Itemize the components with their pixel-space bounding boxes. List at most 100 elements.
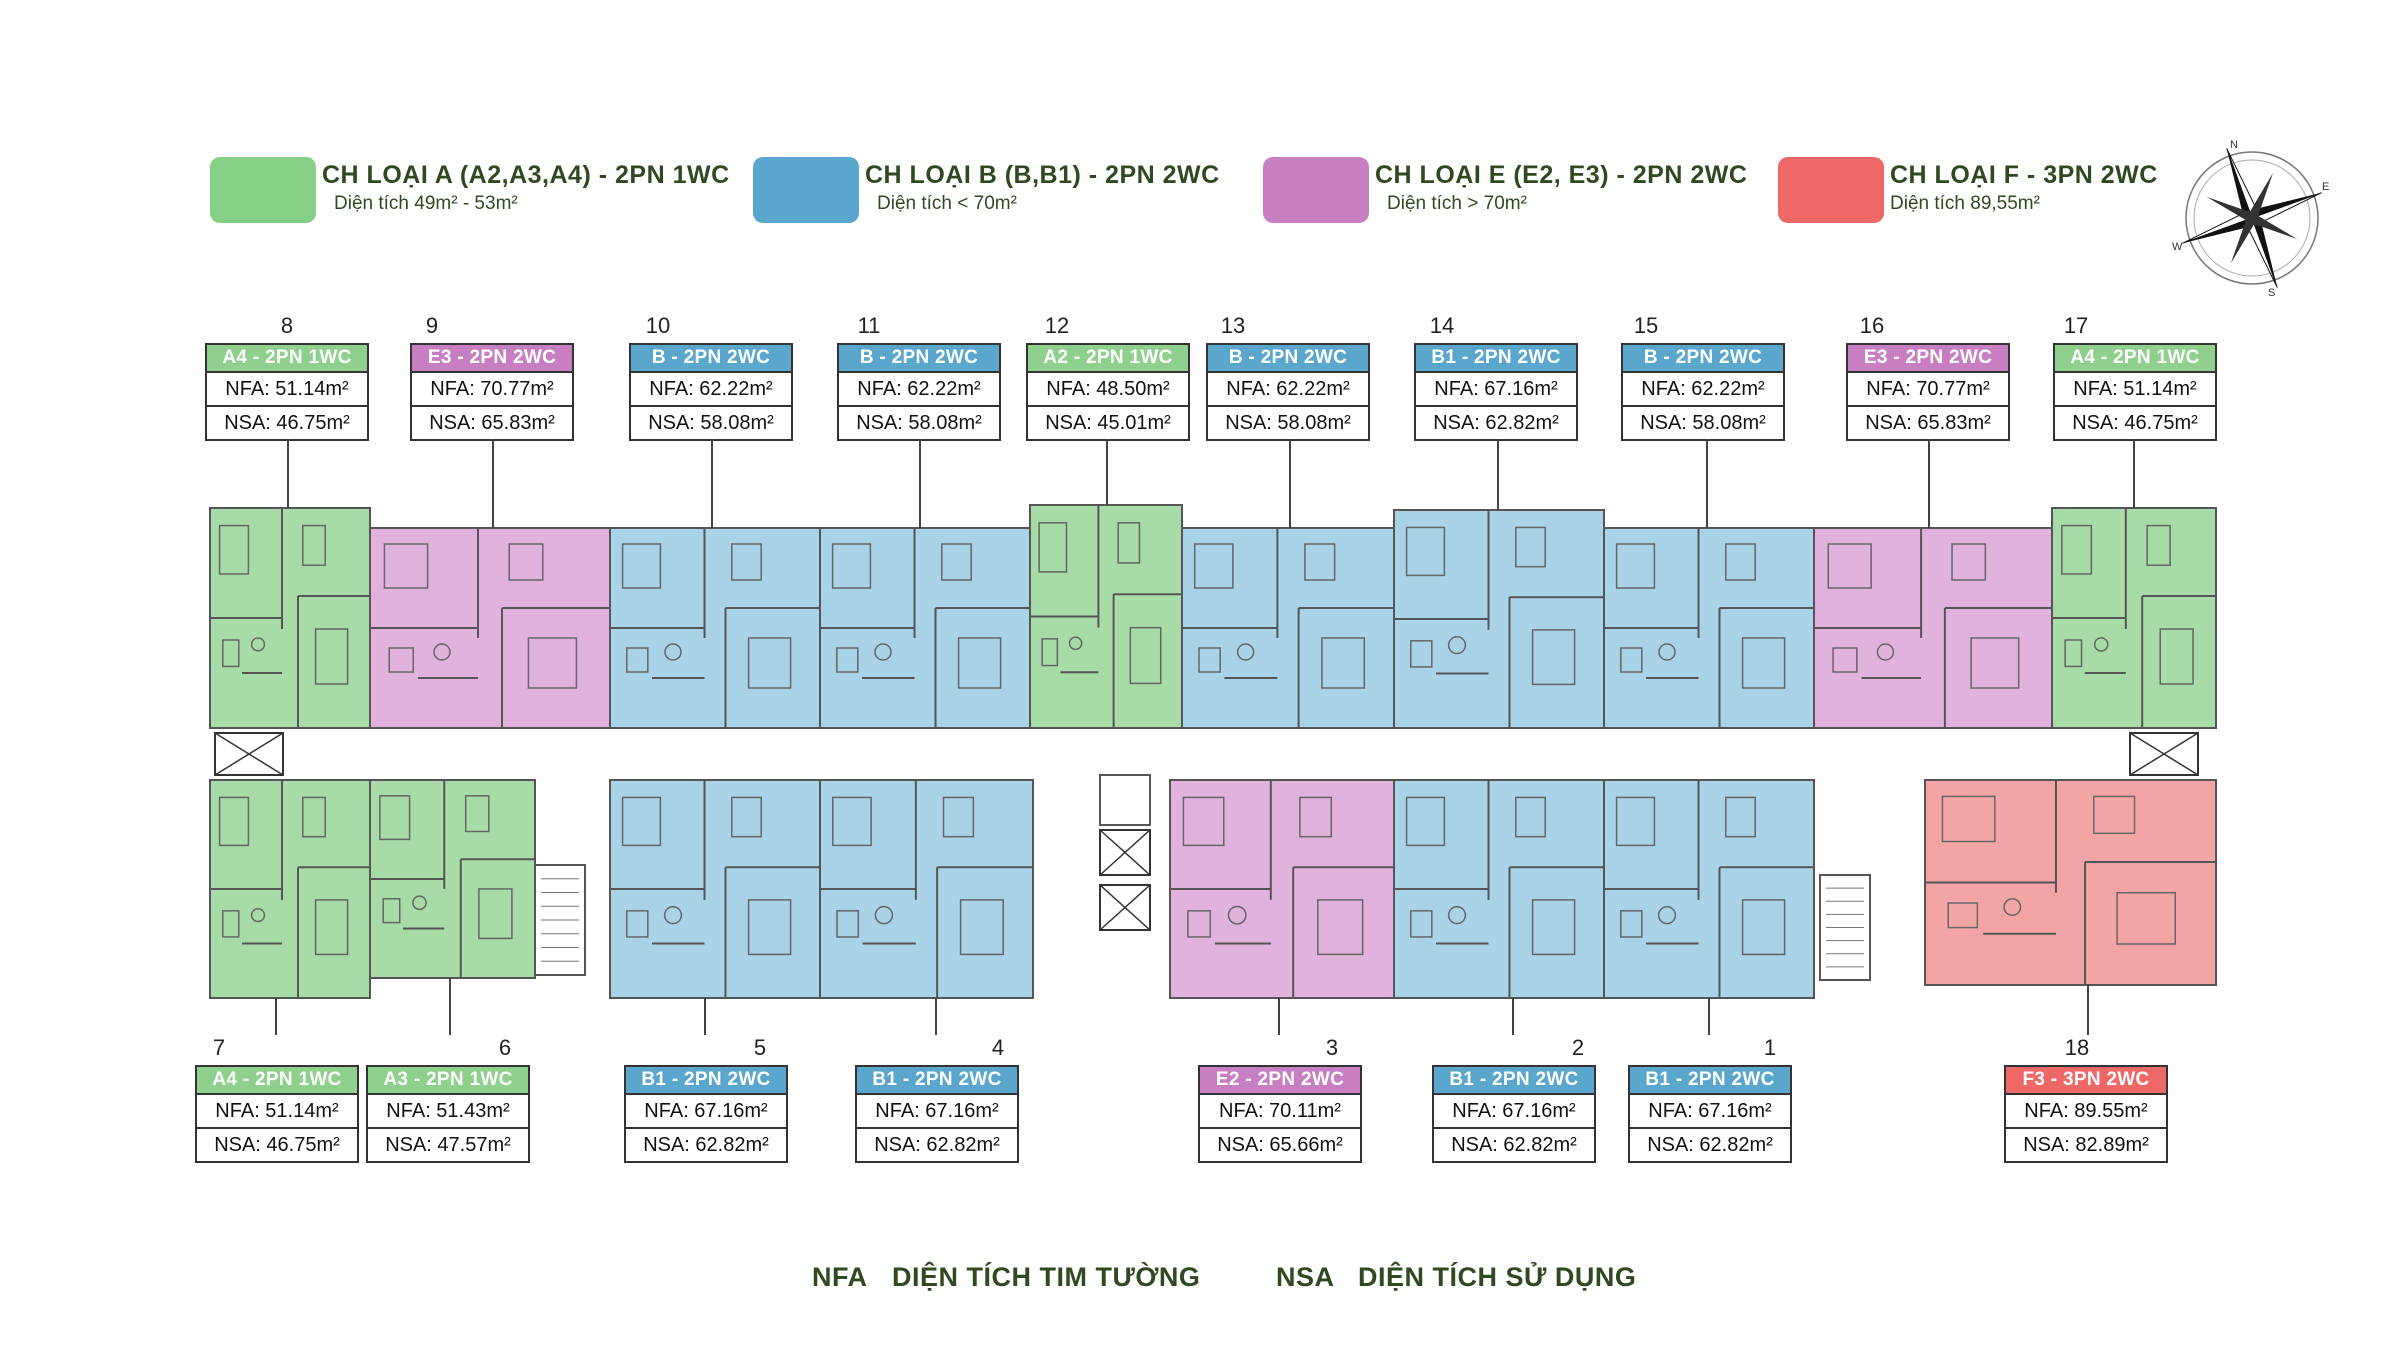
bed-icon: [747, 637, 792, 689]
toilet-icon: [2093, 637, 2109, 652]
unit-number: 7: [212, 1035, 226, 1060]
unit-nsa-value: NSA: 65.83m²: [412, 405, 572, 439]
bed-icon: [1038, 522, 1068, 573]
unit-nsa-value: NSA: 46.75m²: [197, 1127, 357, 1161]
bed-icon: [1182, 796, 1225, 847]
legend-subtitle-f: Diện tích 89,55m²: [1890, 193, 2040, 214]
bed-icon: [621, 796, 662, 847]
unit-nsa-value: NSA: 62.82m²: [857, 1127, 1017, 1161]
bed-icon: [2159, 628, 2194, 685]
unit-nsa-value: NSA: 62.82m²: [626, 1127, 786, 1161]
unit-nsa-value: NSA: 82.89m²: [2006, 1127, 2166, 1161]
unit-leader-line: [1289, 439, 1291, 528]
footer-nsa-desc: DIỆN TÍCH SỬ DỤNG: [1358, 1262, 1637, 1292]
bed-icon: [1970, 637, 2020, 689]
table-icon: [2093, 795, 2136, 835]
unit-type-label: B - 2PN 2WC: [839, 345, 999, 371]
legend-swatch-b: [753, 157, 859, 223]
unit-leader-line: [704, 998, 706, 1035]
wardrobe-icon: [2064, 639, 2083, 668]
lift-1-cross: [1099, 829, 1151, 876]
toilet-icon: [874, 643, 892, 661]
toilet-icon: [250, 908, 266, 923]
bed-icon: [2061, 524, 2093, 575]
wardrobe-icon: [1832, 647, 1858, 673]
wardrobe-icon: [382, 898, 401, 924]
unit-number: 18: [2064, 1035, 2090, 1060]
unit-type-label: B - 2PN 2WC: [1623, 345, 1783, 371]
bed-icon: [957, 637, 1002, 689]
unit-nsa-value: NSA: 58.08m²: [1623, 405, 1783, 439]
wardrobe-icon: [1947, 902, 1979, 929]
wardrobe-icon: [1410, 640, 1433, 668]
unit-number: 1: [1763, 1035, 1777, 1060]
unit-leader-line: [492, 439, 494, 528]
wardrobe-icon: [1620, 647, 1643, 673]
bed-icon: [1827, 543, 1872, 589]
unit-leader-line: [1706, 439, 1708, 528]
legend-subtitle-a: Diện tích 49m² - 53m²: [334, 193, 518, 214]
unit-type-label: B1 - 2PN 2WC: [1630, 1067, 1790, 1093]
unit-leader-line: [1512, 998, 1514, 1035]
footer-nfa-desc: DIỆN TÍCH TIM TƯỜNG: [892, 1262, 1201, 1292]
wardrobe-icon: [1187, 910, 1212, 938]
unit-nfa-value: NFA: 70.77m²: [412, 371, 572, 405]
unit-nsa-value: NSA: 62.82m²: [1434, 1127, 1594, 1161]
shaft-left-cross: [214, 732, 284, 776]
unit-nfa-value: NFA: 62.22m²: [839, 371, 999, 405]
bed-icon: [379, 795, 411, 841]
unit-nfa-value: NFA: 89.55m²: [2006, 1093, 2166, 1127]
table-icon: [731, 543, 762, 581]
lift-2-cross: [1099, 884, 1151, 931]
toilet-icon: [250, 637, 266, 652]
toilet-icon: [874, 905, 894, 925]
compass-rose-icon: N E S W: [2172, 139, 2329, 298]
legend-swatch-a: [210, 157, 316, 223]
unit-type-label: B1 - 2PN 2WC: [1434, 1067, 1594, 1093]
footer-nfa-abbr: NFA: [812, 1262, 868, 1292]
unit-nsa-value: NSA: 47.57m²: [368, 1127, 528, 1161]
unit-nsa-value: NSA: 58.08m²: [839, 405, 999, 439]
bed-icon: [1321, 637, 1366, 689]
toilet-icon: [664, 643, 682, 661]
bed-icon: [621, 543, 662, 589]
legend-swatch-f: [1778, 157, 1884, 223]
toilet-icon: [1658, 643, 1676, 661]
unit-nfa-value: NFA: 62.22m²: [1208, 371, 1368, 405]
bed-icon: [314, 899, 349, 956]
unit-nfa-value: NFA: 62.22m²: [1623, 371, 1783, 405]
bed-icon: [959, 899, 1004, 956]
unit-nsa-value: NSA: 62.82m²: [1630, 1127, 1790, 1161]
unit-leader-line: [449, 978, 451, 1035]
unit-nsa-value: NSA: 62.82m²: [1416, 405, 1576, 439]
unit-nfa-value: NFA: 67.16m²: [857, 1093, 1017, 1127]
table-icon: [1725, 796, 1756, 838]
unit-nsa-value: NSA: 65.66m²: [1200, 1127, 1360, 1161]
toilet-icon: [1447, 906, 1467, 925]
bed-icon: [1741, 637, 1786, 689]
unit-type-label: A4 - 2PN 1WC: [197, 1067, 357, 1093]
unit-nfa-value: NFA: 48.50m²: [1028, 371, 1188, 405]
toilet-icon: [1657, 906, 1677, 925]
table-icon: [302, 796, 326, 838]
bed-icon: [1941, 795, 1996, 843]
unit-nfa-value: NFA: 62.22m²: [631, 371, 791, 405]
bed-icon: [314, 628, 349, 685]
legend-subtitle-b: Diện tích < 70m²: [877, 193, 1017, 214]
unit-number: 17: [2063, 313, 2089, 338]
unit-type-label: E2 - 2PN 2WC: [1200, 1067, 1360, 1093]
unit-number: 8: [280, 313, 294, 338]
toilet-icon: [2003, 898, 2022, 917]
legend-swatch-e: [1263, 157, 1369, 223]
unit-type-label: F3 - 3PN 2WC: [2006, 1067, 2166, 1093]
